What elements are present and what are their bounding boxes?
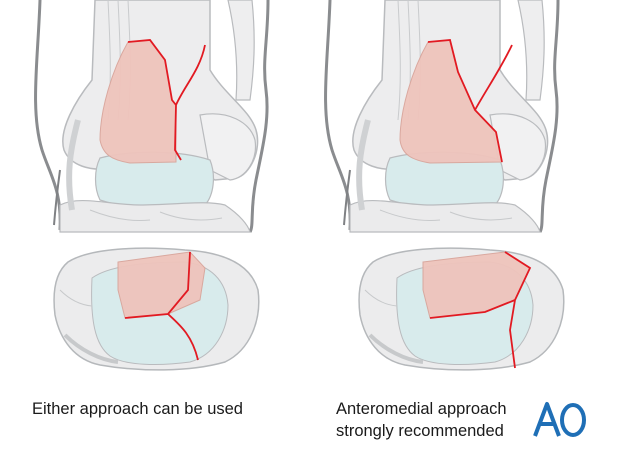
- fracture-line-right-axial: [429, 251, 532, 369]
- fracture-illustration: [0, 0, 565, 371]
- right-axial-view: [358, 247, 565, 371]
- left-ap-view: [36, 0, 268, 232]
- caption-right-line-1: Anteromedial approach: [336, 400, 507, 418]
- caption-right: Anteromedial approach strongly recommend…: [336, 398, 507, 442]
- fracture-line-right-ap: [427, 39, 513, 163]
- left-axial-view: [53, 247, 260, 371]
- fracture-line-left-axial: [124, 251, 199, 361]
- caption-right-line-2: strongly recommended: [336, 422, 504, 440]
- right-ap-view: [326, 0, 558, 232]
- fracture-line-left-ap: [127, 39, 206, 161]
- ao-logo: [533, 402, 586, 437]
- caption-left: Either approach can be used: [32, 400, 243, 418]
